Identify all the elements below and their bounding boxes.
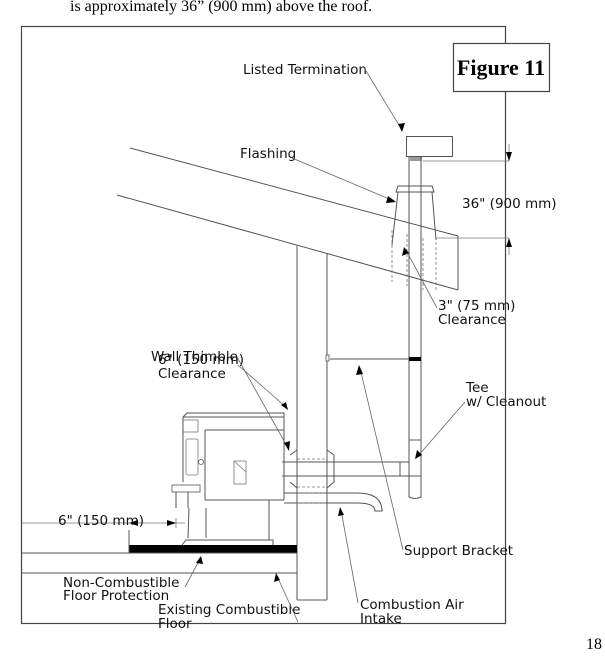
label-clearance-3-line2: Clearance (438, 312, 506, 328)
label-clearance-3: 3" (75 mm) (438, 298, 515, 314)
floor-dimension (22, 518, 185, 528)
wall-column (296, 246, 328, 601)
support-bracket-band (409, 357, 421, 361)
vent-pipe (282, 136, 453, 512)
height-label: 36" (900 mm) (462, 196, 557, 212)
label-air-intake-line2: Intake (360, 611, 402, 627)
label-tee-line2: w/ Cleanout (466, 394, 546, 410)
termination-collar (410, 157, 422, 161)
listed-termination-cap (406, 136, 453, 157)
figure-frame (20, 25, 507, 625)
label-flashing: Flashing (240, 146, 296, 162)
figure-title: Figure 11 (457, 55, 545, 80)
label-existing-floor: Existing Combustible (158, 602, 300, 618)
page-number: 18 (586, 636, 602, 653)
roof (116, 147, 459, 291)
label-floor-protection: Non-Combustible (63, 575, 179, 591)
pellet-stove (171, 412, 285, 546)
label-clearance-6-line2: Clearance (158, 366, 226, 382)
intro-text: is approximately 36” (900 mm) above the … (70, 0, 373, 15)
label-clearance-6: 6" (150 mm) (158, 352, 244, 368)
label-existing-floor-line2: Floor (158, 616, 192, 632)
label-tee: Tee (465, 380, 489, 396)
label-floor-dim: 6" (150 mm) (58, 513, 144, 529)
label-floor-protection-line2: Floor Protection (63, 588, 169, 604)
label-support-bracket: Support Bracket (404, 543, 513, 559)
label-listed-termination: Listed Termination (243, 62, 367, 78)
label-wall-thimble-text: Wall Thimble (151, 349, 238, 365)
height-dimension: 36" (900 mm) (423, 144, 557, 255)
floor-protection-band (129, 545, 297, 553)
figure-title-box: Figure 11 (452, 42, 551, 93)
floor (22, 530, 297, 574)
label-air-intake: Combustion Air (360, 597, 464, 613)
